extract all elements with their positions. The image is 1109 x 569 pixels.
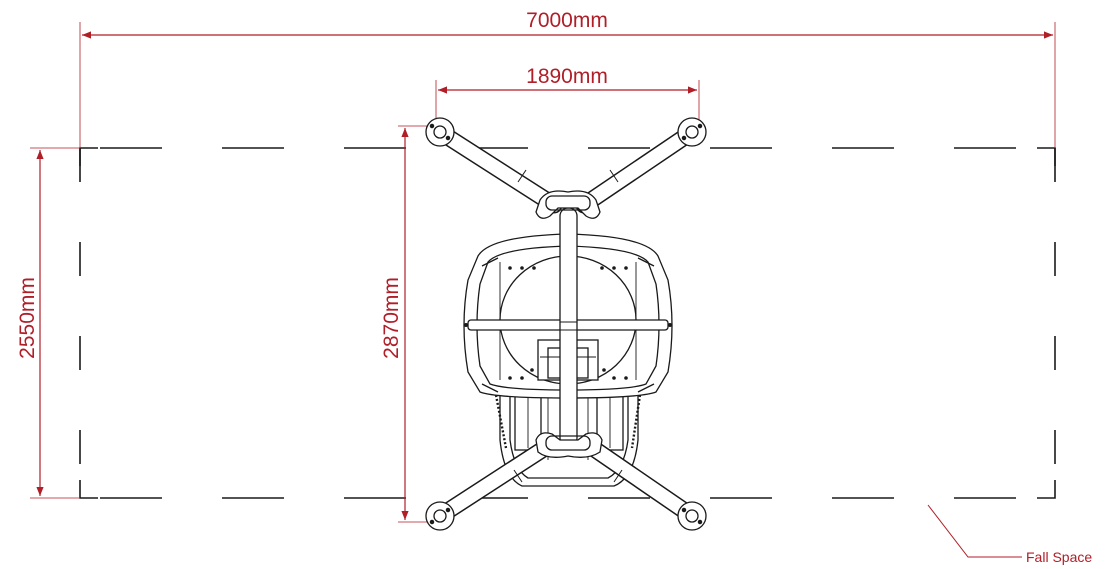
cabin-rivets bbox=[464, 266, 672, 380]
dimension-lines bbox=[30, 22, 1056, 558]
top-beam bbox=[559, 207, 578, 447]
foot-plate-bottom-right bbox=[677, 501, 707, 531]
foot-plate-top-left bbox=[425, 117, 455, 147]
swing-chains bbox=[494, 394, 642, 449]
bottom-connector bbox=[535, 432, 603, 458]
overall-length-label: 7000mm bbox=[526, 9, 608, 32]
equipment-top-view bbox=[425, 117, 707, 531]
top-connector bbox=[535, 190, 601, 219]
support-legs bbox=[431, 123, 701, 525]
leg-length-label: 2870mm bbox=[380, 277, 403, 359]
foot-plate-bottom-left bbox=[425, 501, 455, 531]
overall-width-label: 2550mm bbox=[16, 277, 39, 359]
fall-space-label: Fall Space bbox=[1026, 549, 1092, 565]
leg-span-label: 1890mm bbox=[526, 65, 608, 88]
foot-plate-top-right bbox=[677, 117, 707, 147]
